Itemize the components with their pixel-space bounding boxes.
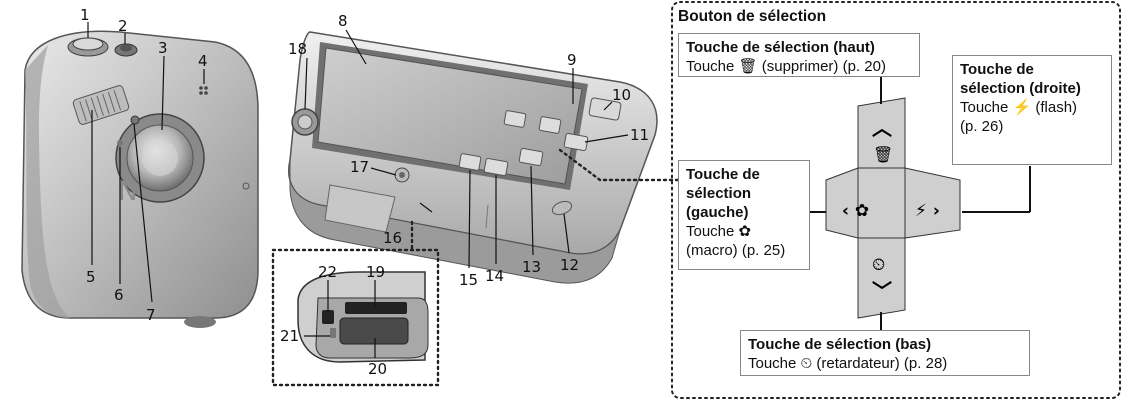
callout-box-up-text: Touche 🗑 (supprimer) (p. 20): [686, 58, 886, 75]
selector-panel-title: Bouton de sélection: [678, 8, 827, 25]
callout-16: 16: [383, 229, 402, 247]
callout-19: 19: [366, 263, 385, 281]
callout-box-right: Touche de sélection (droite) Touche ⚡ (f…: [952, 55, 1112, 165]
battery-compartment-inset: [271, 248, 440, 387]
callout-14: 14: [485, 267, 504, 285]
callout-box-right-heading-2: sélection (droite): [960, 80, 1081, 97]
callout-box-left: Touche de sélection (gauche) Touche ✿ (m…: [678, 160, 810, 270]
callout-15: 15: [459, 271, 478, 289]
callout-3: 3: [158, 39, 168, 57]
callout-box-left-heading-2: sélection (gauche): [686, 185, 752, 221]
callout-17: 17: [350, 158, 369, 176]
callout-box-down-heading: Touche de sélection (bas): [748, 336, 932, 353]
callout-7: 7: [146, 306, 156, 324]
callout-box-left-heading-1: Touche de: [686, 166, 760, 183]
callout-4: 4: [198, 52, 208, 70]
selector-pad: [825, 97, 961, 319]
callout-box-up-heading: Touche de sélection (haut): [686, 39, 875, 56]
callout-8: 8: [338, 12, 348, 30]
camera-back: [288, 31, 658, 284]
callout-11: 11: [630, 126, 649, 144]
callout-box-left-text-2: (macro) (p. 25): [686, 242, 786, 259]
callout-22: 22: [318, 263, 337, 281]
callout-box-up: Touche de sélection (haut) Touche 🗑 (sup…: [678, 33, 920, 77]
key-up-glyph: ︿: [872, 116, 892, 140]
svg-text:N: N: [118, 177, 137, 207]
callout-12: 12: [560, 256, 579, 274]
callout-21: 21: [280, 327, 299, 345]
callout-numbers: 1 2 3 4 5 6 7 8 9 10 11 12 13 14 15 16 1…: [80, 6, 649, 378]
key-down-glyph: ﹀: [872, 279, 892, 303]
callout-1: 1: [80, 6, 90, 24]
callout-box-down-text: Touche ⏲ (retardateur) (p. 28): [748, 355, 948, 372]
key-up-trash-icon: 🗑: [873, 145, 893, 164]
key-down-timer-icon: ⏲: [872, 255, 885, 275]
key-left-glyph: ‹ ✿: [842, 201, 869, 221]
callout-13: 13: [522, 258, 541, 276]
callout-20: 20: [368, 360, 387, 378]
callout-2: 2: [118, 17, 128, 35]
callout-9: 9: [567, 51, 577, 69]
callout-box-down: Touche de sélection (bas) Touche ⏲ (reta…: [740, 330, 1030, 376]
callout-box-right-text-2: (p. 26): [960, 118, 1004, 135]
key-right-glyph: ⚡ ›: [915, 201, 940, 221]
callout-box-left-text-1: Touche ✿: [686, 223, 752, 240]
callout-18: 18: [288, 40, 307, 58]
callout-10: 10: [612, 86, 631, 104]
callout-5: 5: [86, 268, 96, 286]
callout-box-right-heading-1: Touche de: [960, 61, 1034, 78]
callout-6: 6: [114, 286, 124, 304]
camera-front: N: [21, 30, 259, 328]
callout-box-right-text-1: Touche ⚡ (flash): [960, 99, 1078, 116]
